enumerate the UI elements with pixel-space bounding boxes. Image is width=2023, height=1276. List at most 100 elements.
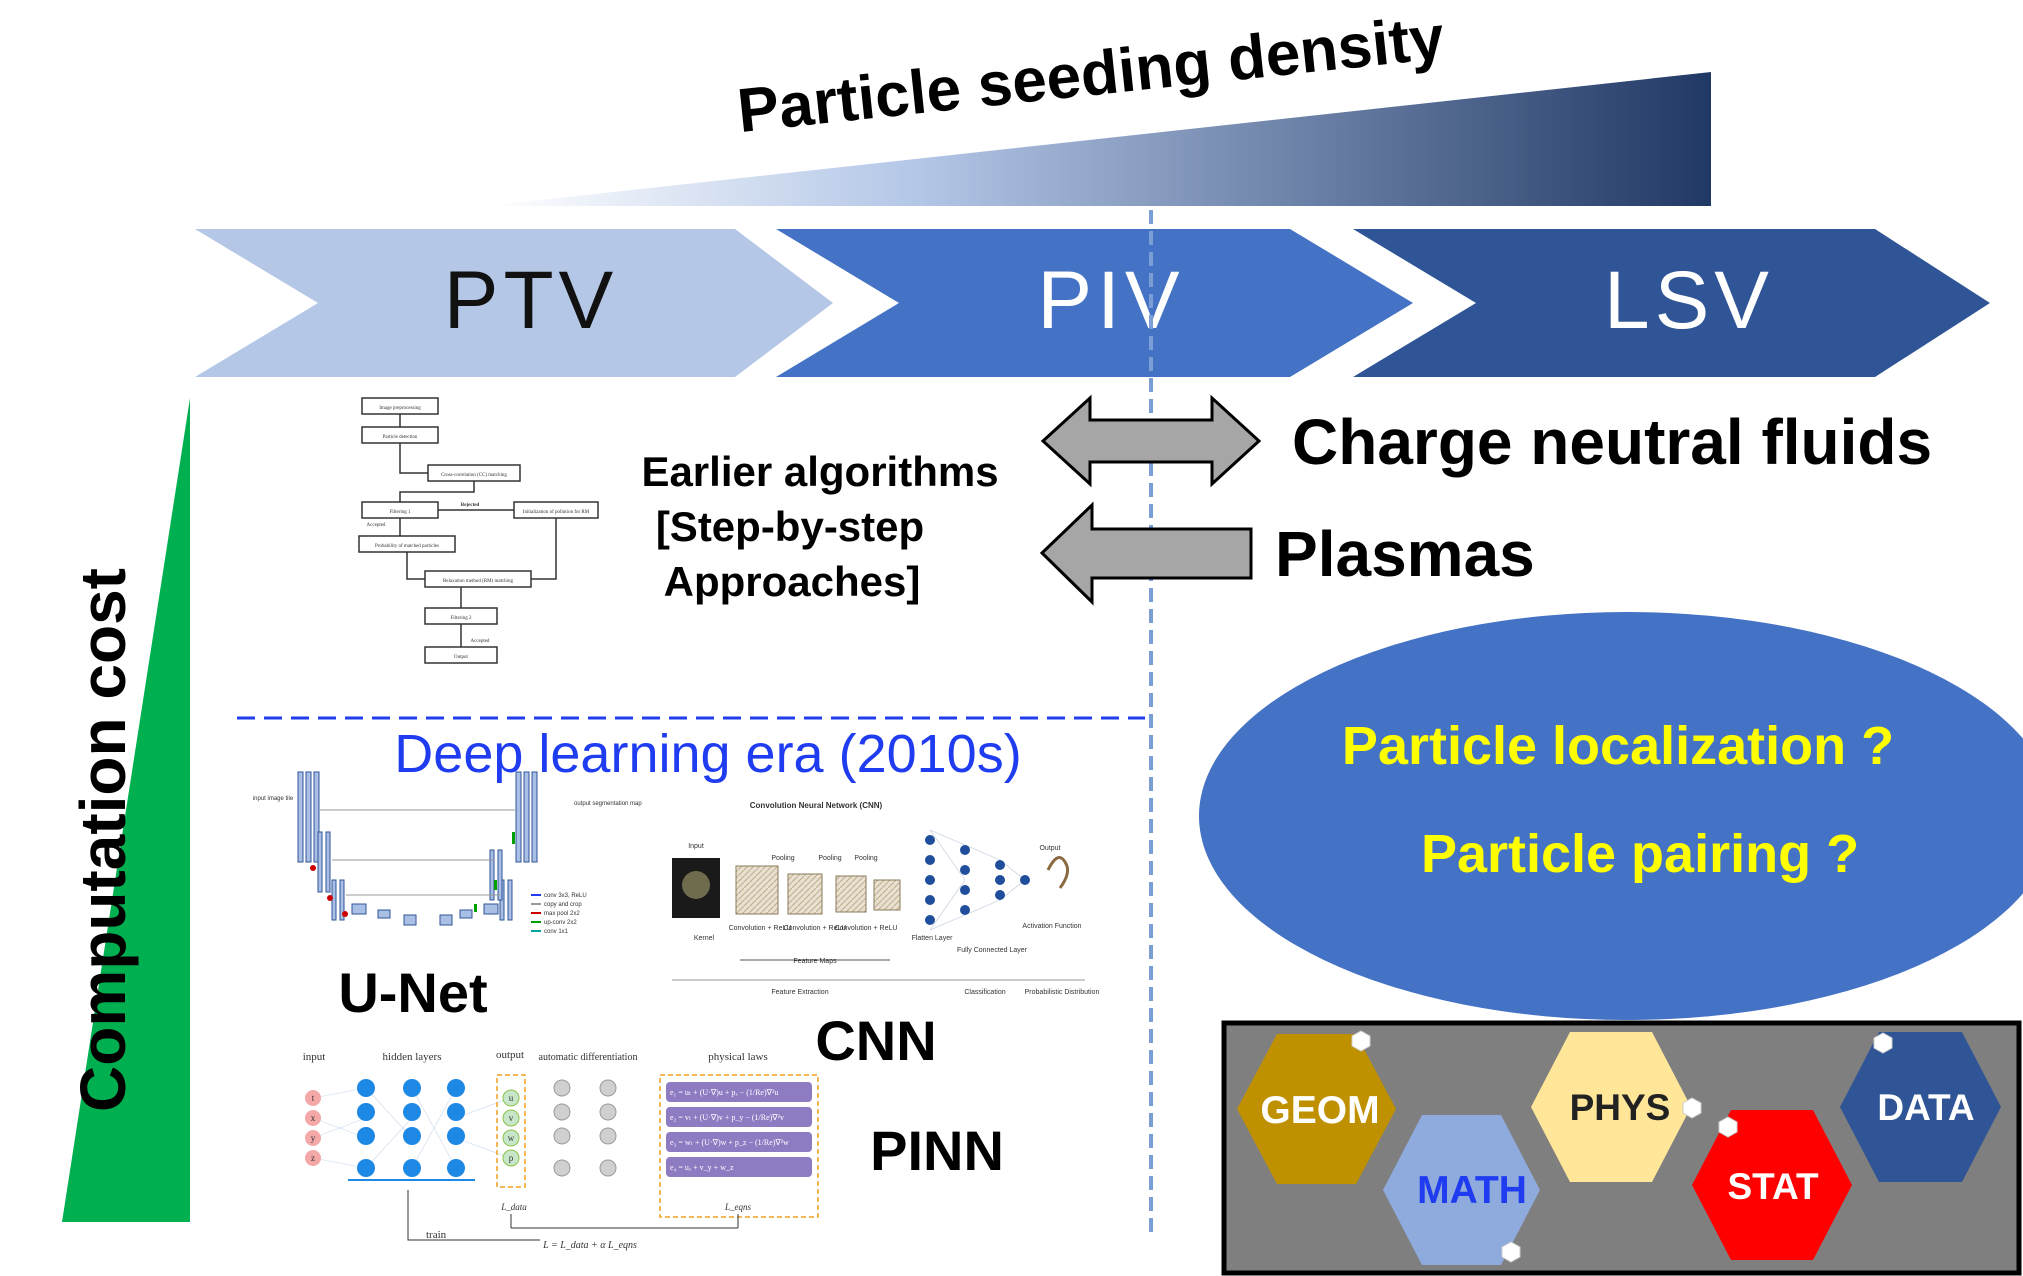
hex-data-label: DATA bbox=[1877, 1087, 1974, 1128]
flowchart-box-1: Image preprocessing bbox=[379, 406, 421, 411]
stage-lsv-chevron bbox=[1353, 229, 1990, 377]
cnn-pooling-1: Pooling bbox=[771, 855, 794, 862]
double-arrow bbox=[1040, 394, 1262, 488]
pinn-input-y: y bbox=[311, 1133, 316, 1143]
flowchart-box-3: Cross-correlation (CC) matching bbox=[441, 473, 507, 478]
cnn-pooling-3: Pooling bbox=[854, 855, 877, 862]
computation-cost-wedge bbox=[62, 398, 190, 1222]
pinn-input-x: x bbox=[311, 1113, 316, 1123]
hex-data bbox=[1840, 1032, 2001, 1182]
cnn-kernel-label: Kernel bbox=[694, 935, 715, 942]
cnn-feature-maps-label: Feature Maps bbox=[793, 958, 837, 965]
pinn-eq-3: e₃ = wₜ + (U·∇)w + p_z − (1/Re)∇²w bbox=[670, 1138, 789, 1147]
flowchart-box-12: Output bbox=[454, 655, 469, 660]
flowchart-accepted-label-1: Accepted bbox=[367, 523, 386, 528]
cnn-feature-extraction-label: Feature Extraction bbox=[771, 989, 828, 996]
hex-math bbox=[1383, 1115, 1540, 1265]
unet-figure: input image tile output segmentation map… bbox=[253, 771, 642, 935]
unet-input-label: input image tile bbox=[253, 796, 294, 802]
cnn-flatten-label: Flatten Layer bbox=[912, 935, 954, 942]
stage-piv-chevron bbox=[776, 229, 1413, 377]
question-particle-localization: Particle localization ? bbox=[1342, 716, 1894, 776]
cnn-figure: Convolution Neural Network (CNN) Input K… bbox=[672, 801, 1099, 996]
pinn-eq-2: e₂ = vₜ + (U·∇)v + p_y − (1/Re)∇²v bbox=[670, 1113, 784, 1122]
unet-legend-conv: conv 3x3, ReLU bbox=[544, 893, 587, 899]
cnn-classification-label: Classification bbox=[964, 989, 1005, 996]
hex-connector-4 bbox=[1873, 1032, 1893, 1054]
flowchart-accepted-label-2: Accepted bbox=[471, 639, 490, 644]
flowchart-box-10: Filtering 2 bbox=[451, 616, 472, 621]
flowchart-box-4: Filtering 1 bbox=[390, 510, 411, 515]
cnn-output-label: Output bbox=[1039, 845, 1060, 852]
stage-ptv-chevron bbox=[195, 229, 833, 377]
earlier-algorithms-line3: Approaches] bbox=[664, 558, 921, 605]
unet-legend-conv1x1: conv 1x1 bbox=[544, 929, 569, 935]
pinn-input-z: z bbox=[311, 1153, 315, 1163]
question-particle-pairing: Particle pairing ? bbox=[1421, 824, 1859, 884]
earlier-algorithms-line2: [Step-by-step bbox=[656, 503, 924, 550]
hex-geom bbox=[1237, 1034, 1396, 1184]
pinn-train-label: train bbox=[426, 1229, 447, 1241]
stage-lsv-label: LSV bbox=[1604, 255, 1774, 346]
unet-legend-upconv: up-conv 2x2 bbox=[544, 920, 577, 926]
hex-stat bbox=[1692, 1110, 1852, 1260]
cnn-conv-1: Convolution + ReLU bbox=[729, 925, 792, 932]
flowchart-box-6: Initialization of pollution for RM bbox=[523, 510, 590, 515]
left-arrow bbox=[1039, 501, 1253, 606]
pinn-input-t: t bbox=[312, 1093, 315, 1103]
cnn-fc-label: Fully Connected Layer bbox=[957, 947, 1028, 954]
cnn-probabilistic-label: Probabilistic Distribution bbox=[1025, 989, 1100, 996]
cnn-pooling-2: Pooling bbox=[818, 855, 841, 862]
cnn-input-label: Input bbox=[688, 843, 704, 850]
pinn-output-p: p bbox=[509, 1153, 514, 1163]
plasmas-label: Plasmas bbox=[1275, 518, 1535, 590]
pinn-total-loss: L = L_data + α L_eqns bbox=[542, 1240, 637, 1251]
cnn-activation-label: Activation Function bbox=[1022, 923, 1081, 930]
pinn-output-v: v bbox=[509, 1113, 514, 1123]
flowchart-box-2: Particle detection bbox=[383, 435, 418, 440]
pinn-eq-1: e₁ = uₜ + (U·∇)u + pₓ − (1/Re)∇²u bbox=[670, 1088, 778, 1097]
flowchart-box-9: Relaxation method (RM) matching bbox=[443, 579, 514, 584]
unet-label: U-Net bbox=[338, 961, 487, 1024]
seeding-density-wedge bbox=[485, 72, 1711, 206]
charge-neutral-fluids-label: Charge neutral fluids bbox=[1292, 406, 1932, 478]
cnn-conv-3: Convolution + ReLU bbox=[835, 925, 898, 932]
hex-connector-1 bbox=[1351, 1030, 1371, 1052]
pinn-loss-eqns: L_eqns bbox=[724, 1202, 752, 1212]
cnn-label: CNN bbox=[815, 1009, 936, 1072]
hex-connector-3 bbox=[1718, 1116, 1738, 1138]
hex-math-label: MATH bbox=[1417, 1169, 1527, 1212]
pinn-input-label: input bbox=[303, 1051, 326, 1063]
stage-piv-label: PIV bbox=[1037, 255, 1184, 346]
pinn-figure: input hidden layers output automatic dif… bbox=[303, 1049, 819, 1251]
pinn-loss-data: L_data bbox=[500, 1202, 527, 1212]
question-ellipse bbox=[1199, 612, 2023, 1020]
unet-legend-pool: max pool 2x2 bbox=[544, 911, 580, 917]
unet-output-label: output segmentation map bbox=[574, 801, 642, 807]
cnn-figure-title: Convolution Neural Network (CNN) bbox=[750, 801, 883, 810]
pinn-label: PINN bbox=[870, 1119, 1004, 1182]
deep-learning-era-label: Deep learning era (2010s) bbox=[394, 724, 1021, 784]
hex-connector-2 bbox=[1682, 1097, 1702, 1119]
cnn-conv-2: Convolution + ReLU bbox=[784, 925, 847, 932]
hex-phys bbox=[1531, 1032, 1691, 1182]
flowchart-box-8: Probability of matched particles bbox=[375, 544, 439, 549]
hex-geom-label: GEOM bbox=[1260, 1089, 1379, 1132]
pinn-output-u: u bbox=[509, 1093, 514, 1103]
hex-phys-label: PHYS bbox=[1570, 1087, 1671, 1128]
flowchart-figure: Image preprocessing Particle detection C… bbox=[358, 397, 599, 664]
computation-cost-label: Computation cost bbox=[67, 568, 139, 1112]
hex-connector-5 bbox=[1501, 1241, 1521, 1263]
stage-ptv-label: PTV bbox=[444, 255, 618, 346]
pinn-eq-4: e₄ = uₓ + v_y + w_z bbox=[670, 1163, 734, 1172]
pinn-physical-laws-label: physical laws bbox=[708, 1051, 768, 1063]
pinn-output-label: output bbox=[496, 1049, 524, 1061]
hex-stat-label: STAT bbox=[1727, 1166, 1819, 1207]
earlier-algorithms-line1: Earlier algorithms bbox=[641, 448, 998, 495]
pinn-hidden-label: hidden layers bbox=[383, 1051, 442, 1063]
pinn-autodiff-label: automatic differentiation bbox=[539, 1052, 638, 1063]
unet-legend-copy: copy and crop bbox=[544, 902, 582, 908]
flowchart-rejected-label: Rejected bbox=[461, 503, 480, 508]
pinn-output-w: w bbox=[508, 1133, 515, 1143]
